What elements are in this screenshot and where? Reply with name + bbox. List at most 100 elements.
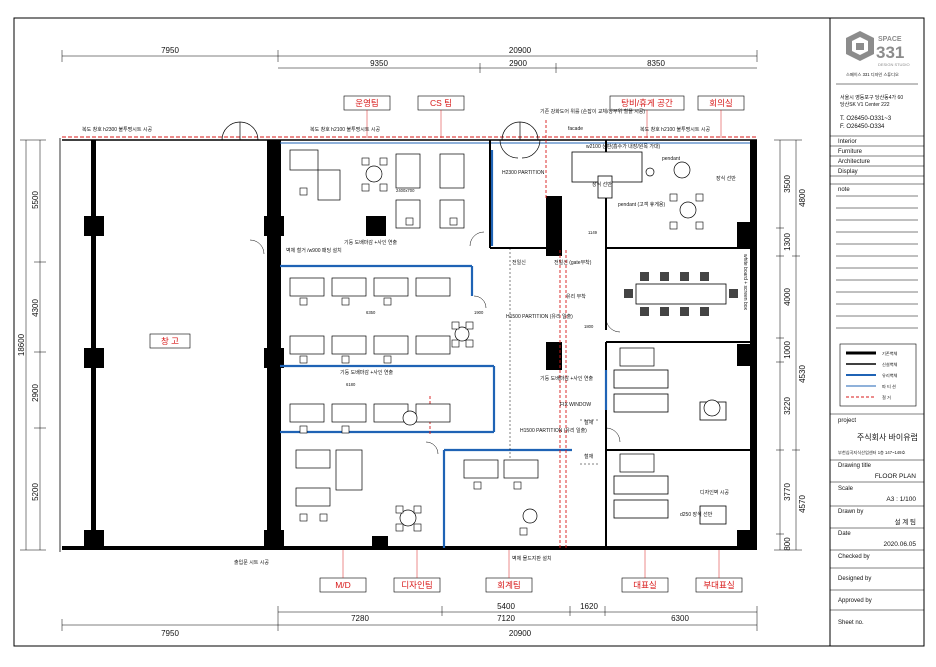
note-dim-6180: 6180 [346, 382, 356, 387]
dim-bottom-seg-2: 5400 [497, 602, 515, 611]
note-glass-wall: 유리 부착 [566, 293, 586, 300]
project-address: 부천심곡지식산업센터 1층 147~149호 [838, 449, 905, 456]
dim-right-b-1: 4800 [798, 189, 807, 207]
dashed-lines [509, 248, 600, 465]
dim-bottom-seg-1: 7280 [351, 614, 369, 623]
drawn-by-value: 설 계 팀 [894, 517, 916, 526]
dim-right-a-3: 4000 [783, 288, 792, 306]
service-display: Display [838, 169, 858, 175]
service-furniture: Furniture [838, 149, 863, 155]
note-remove-wall: 벽체 철거 /w900 패딩 설치 [286, 247, 342, 254]
bottom-dimensions [61, 606, 758, 631]
scale-label: Scale [838, 486, 854, 492]
facade-door [499, 121, 541, 159]
dim-top-overall-left: 7950 [161, 46, 179, 55]
drawing-title: FLOOR PLAN [875, 473, 916, 480]
workstations [289, 149, 655, 507]
right-dimensions [774, 139, 802, 551]
note-w2100: w2100 상판(흡수가 내장/원목 가대) [586, 143, 661, 150]
scale-value: A3 : 1/100 [886, 496, 916, 503]
legend-demolish: 철 거 [882, 394, 891, 401]
dim-right-a-5: 3220 [783, 397, 792, 415]
note-top-wall-left: 복도 창호 h2300 불투명시트 시공 [82, 126, 152, 133]
round-tables [365, 161, 721, 527]
legend-existing-wall: 기존벽체 [882, 350, 898, 357]
company-fax: F. O26450-O334 [840, 124, 885, 130]
drawn-by-label: Drawn by [838, 509, 863, 515]
company-name: 스페이스 331 디자인 스튜디오 [846, 71, 899, 78]
top-dimensions [61, 50, 758, 73]
project-label: project [838, 418, 856, 424]
exterior-walls [62, 140, 757, 550]
label-design-team: 디자인팀 [401, 580, 432, 590]
title-block-grid [830, 135, 924, 611]
dim-left-seg-3: 2900 [31, 384, 40, 402]
note-entrance-1: 전일신 [512, 259, 526, 266]
note-partition-bottom: 벽체 몰드지판 설치 [512, 555, 552, 562]
approved-by-label: Approved by [838, 598, 872, 604]
note-facade: facade [568, 126, 583, 132]
label-operations-team: 운영팀 [355, 98, 378, 108]
service-architecture: Architecture [838, 159, 871, 165]
dim-right-a-1: 3500 [783, 175, 792, 193]
dim-right-a-4: 1000 [783, 341, 792, 359]
note-deco-shelf: 장식 선반 [716, 175, 736, 182]
dim-right-a-6: 3770 [783, 483, 792, 501]
logo-space: SPACE [878, 36, 902, 43]
chairs [299, 157, 704, 536]
pantry-counter [571, 151, 643, 199]
dim-top-seg-1: 9350 [370, 59, 388, 68]
company-tel: T. O26450-O331~3 [840, 116, 892, 122]
note-pendant-2: pendant (고객 휴게용) [618, 201, 666, 208]
desk-tag: 2400x700 [396, 188, 415, 193]
label-accounting: 회계팀 [497, 580, 520, 590]
label-cs-team: CS 팀 [430, 98, 452, 108]
note-entrance-2: 전일신 (gate부착) [554, 259, 592, 266]
conference-table [624, 272, 738, 316]
designed-by-label: Designed by [838, 576, 871, 582]
label-vice-ceo-room: 부대표실 [703, 580, 734, 590]
dim-top-seg-3: 8350 [647, 59, 665, 68]
legend [839, 343, 917, 407]
dim-bottom-overall-left: 7950 [161, 629, 179, 638]
dim-right-a-2: 1300 [783, 233, 792, 251]
note-dim-6350: 6350 [366, 310, 376, 315]
dim-right-b-3: 4570 [798, 495, 807, 513]
note-deco-shelf-2: 장식 선반 [592, 181, 612, 188]
note-dim-1900: 1900 [474, 310, 484, 315]
note-white-board: white board + screen box [742, 254, 748, 311]
logo [846, 31, 874, 61]
note-column-finish-3: 기둥 도배마감 +사인 연출 [540, 375, 593, 382]
logo-design-studio: DESIGN STUDIO [878, 62, 910, 67]
dim-left-seg-1: 5500 [31, 191, 40, 209]
note-pendant-1: pendant [662, 156, 681, 162]
room-label-boxes [149, 95, 745, 593]
legend-new-wall: 신설벽체 [882, 361, 898, 368]
glass-partitions [280, 150, 608, 548]
note-fix-window: FIX WINDOW [560, 402, 591, 408]
note-column-finish-1: 기둥 도배마감 +사인 연출 [344, 239, 397, 246]
label-pantry: 탕비/휴게 공간 [621, 98, 673, 108]
label-md: M/D [335, 580, 351, 590]
note-deco-wall: 디자인벽 시공 [700, 489, 729, 496]
project-name: 주식회사 바이유럽 [857, 432, 918, 442]
legend-glass-wall: 유리벽체 [882, 372, 898, 379]
sofas [613, 369, 727, 525]
dim-bottom-seg-3: 7120 [497, 614, 515, 623]
top-entrance-door [221, 121, 259, 141]
dim-bottom-overall-right: 20900 [509, 629, 532, 638]
note-column-finish-2: 기둥 도배마감 +사인 연출 [340, 369, 393, 376]
dim-right-b-2: 4530 [798, 365, 807, 383]
sheet-no-label: Sheet no. [838, 620, 864, 626]
dim-top-overall-right: 20900 [509, 46, 532, 55]
note-dim-1149: 1149 [588, 230, 598, 235]
label-meeting-room: 회의실 [709, 98, 732, 108]
note-h1500-partition-2: H1500 PARTITION (유리 일출) [520, 427, 587, 434]
date-value: 2020.06.05 [883, 541, 916, 548]
legend-partition: 파 티 션 [882, 383, 896, 390]
dim-bottom-seg-5: 6300 [671, 614, 689, 623]
dim-top-seg-2: 2900 [509, 59, 527, 68]
interior-doors [249, 231, 621, 455]
note-d250: d250 장식 선반 [680, 511, 713, 518]
